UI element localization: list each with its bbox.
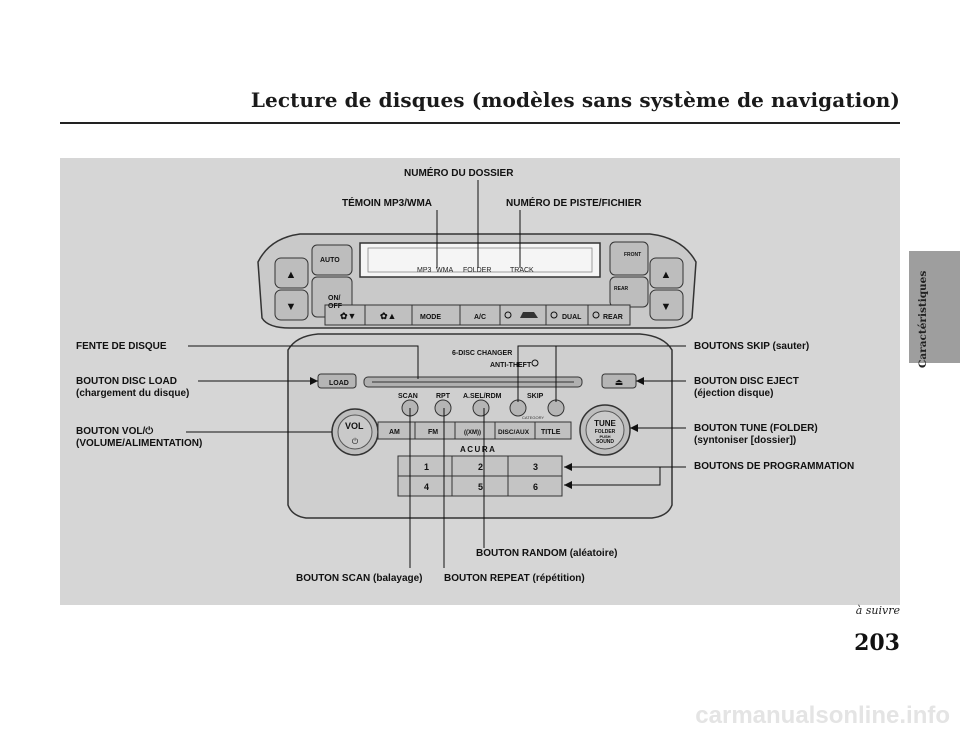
preset-4: 4 [424,482,429,492]
display-label-track: TRACK [510,267,534,274]
callout-tune-sub: (syntoniser [dossier]) [694,435,797,446]
callout-track-file-number: NUMÉRO DE PISTE/FICHIER [506,198,642,209]
asel-rdm-label: A.SEL/RDM [463,393,502,400]
callout-scan-button: BOUTON SCAN (balayage) [296,573,423,584]
rear-button-label: REAR [603,314,623,321]
front-defrost-label: FRONT [624,252,641,258]
auto-label: AUTO [320,257,340,264]
temp-up-left-button [274,257,309,289]
page-title: Lecture de disques (modèles sans système… [250,88,900,112]
off-label: OFF [328,303,343,310]
preset-5: 5 [478,482,483,492]
temp-up-right-button [649,257,684,289]
callout-disc-slot: FENTE DE DISQUE [76,341,167,352]
vol-label: VOL [345,421,364,431]
ac-label: A/C [474,314,486,321]
rear-defrost-label: REAR [614,286,629,292]
random-button [472,399,490,417]
callout-preset-buttons: BOUTONS DE PROGRAMMATION [694,461,855,472]
header-rule [60,122,900,124]
preset-2: 2 [478,462,483,472]
svg-text:⏻: ⏻ [352,437,359,446]
folder-label: FOLDER [595,429,616,435]
callout-vol: BOUTON VOL/⏻ [76,426,153,437]
display-window [359,242,601,278]
load-label: LOAD [329,380,349,387]
preset-6: 6 [533,482,538,492]
preset-3: 3 [533,462,538,472]
scan-label: SCAN [398,393,418,400]
changer-label: 6-DISC CHANGER [452,350,512,357]
svg-text:▼: ▼ [661,301,672,313]
svg-text:▲: ▲ [661,269,672,281]
title-label: TITLE [541,429,561,436]
rear-defrost-button [609,276,649,308]
callout-random-button: BOUTON RANDOM (aléatoire) [476,548,618,559]
preset-1: 1 [424,462,429,472]
front-defrost-button [609,241,649,276]
callout-disc-load-sub: (chargement du disque) [76,388,190,399]
temp-down-right-button [649,289,684,321]
push-label: PUSH [599,434,610,439]
brand-logo: ACURA [460,445,496,454]
callout-vol-text: BOUTON VOL/ [76,426,146,437]
display-label-mp3: MP3 [417,267,432,274]
callout-disc-eject-sub: (éjection disque) [694,388,774,399]
svg-text:▲: ▲ [286,269,297,281]
callout-vol-sub: (VOLUME/ALIMENTATION) [76,438,203,449]
skip-label: SKIP [527,393,544,400]
on-label: ON/ [328,295,341,302]
tune-label: TUNE [594,419,616,428]
callout-tune: BOUTON TUNE (FOLDER) [694,423,818,434]
mode-label: MODE [420,314,441,321]
rpt-button [434,399,452,417]
temp-down-left-button [274,289,309,321]
xm-label: ((XM)) [464,430,481,436]
skip-forward-button [547,399,565,417]
callout-disc-load: BOUTON DISC LOAD [76,376,177,387]
page-number: 203 [854,630,900,656]
category-label: CATEGORY [522,415,544,420]
skip-back-button [509,399,527,417]
dual-label: DUAL [562,314,582,321]
power-icon: ⏻ [145,426,154,437]
am-label: AM [389,429,400,436]
callout-disc-eject: BOUTON DISC EJECT [694,376,799,387]
sound-label: SOUND [596,439,614,445]
disc-aux-label: DISC/AUX [498,429,530,436]
svg-text:✿▲: ✿▲ [380,311,396,321]
rpt-label: RPT [436,393,451,400]
display-label-folder: FOLDER [463,267,491,274]
callout-mp3-wma-indicator: TÉMOIN MP3/WMA [342,198,432,209]
svg-text:⏏: ⏏ [615,377,624,387]
callout-repeat-button: BOUTON REPEAT (répétition) [444,573,585,584]
svg-text:▼: ▼ [286,301,297,313]
section-tab [909,251,960,363]
fm-label: FM [428,429,438,436]
anti-theft-label: ANTI-THEFT [490,362,532,369]
continued-note: à suivre [855,604,900,617]
callout-folder-number: NUMÉRO DU DOSSIER [404,168,514,179]
svg-text:✿▼: ✿▼ [340,311,356,321]
site-watermark: carmanualsonline.info [695,702,950,729]
display-label-wma: WMA [436,267,453,274]
callout-skip-buttons: BOUTONS SKIP (sauter) [694,341,810,352]
auto-button [311,244,353,276]
